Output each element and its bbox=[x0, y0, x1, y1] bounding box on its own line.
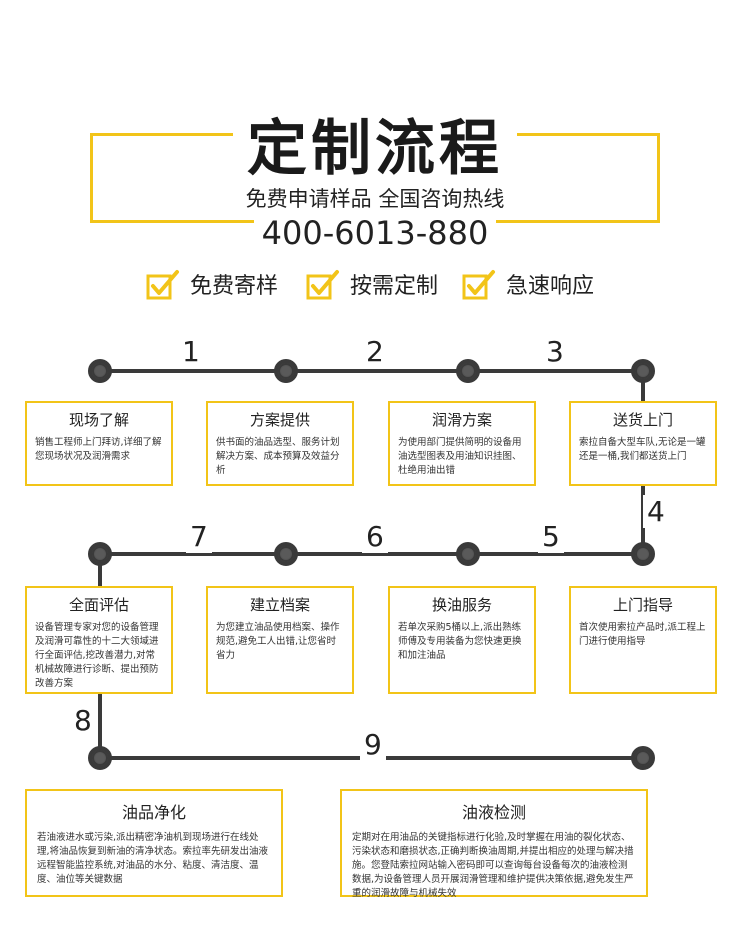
feature-fast: 急速响应 bbox=[462, 268, 594, 300]
flow-node bbox=[274, 359, 298, 383]
flow-node bbox=[456, 542, 480, 566]
step-number: 7 bbox=[186, 520, 212, 553]
step-title: 油液检测 bbox=[461, 803, 526, 822]
frame-top-right bbox=[510, 133, 660, 136]
step-desc: 设备管理专家对您的设备管理及润滑可靠性的十二大领域进行全面评估,挖改善潜力,对常… bbox=[35, 622, 159, 689]
step-title: 全面评估 bbox=[68, 596, 129, 614]
subtitle: 免费申请样品 全国咨询热线 bbox=[245, 187, 505, 211]
flow-node bbox=[631, 746, 655, 770]
step-card-records: 建立档案 为您建立油品使用档案、操作规范,避免工人出错,让您省时省力 bbox=[206, 586, 354, 694]
frame-left bbox=[90, 133, 93, 222]
step-title: 换油服务 bbox=[431, 596, 492, 614]
frame-bottom-left bbox=[90, 220, 260, 223]
flow-node bbox=[88, 359, 112, 383]
step-title: 上门指导 bbox=[612, 596, 673, 614]
frame-bottom-right bbox=[490, 220, 660, 223]
step-title: 现场了解 bbox=[68, 411, 129, 429]
check-icon bbox=[462, 270, 495, 300]
step-number: 9 bbox=[360, 728, 386, 761]
step-card-assessment: 全面评估 设备管理专家对您的设备管理及润滑可靠性的十二大领域进行全面评估,挖改善… bbox=[25, 586, 173, 694]
frame-top-left bbox=[90, 133, 240, 136]
step-desc: 供书面的油品选型、服务计划解决方案、成本预算及效益分析 bbox=[216, 437, 340, 476]
step-title: 油品净化 bbox=[121, 803, 186, 822]
step-card-proposal: 方案提供 供书面的油品选型、服务计划解决方案、成本预算及效益分析 bbox=[206, 401, 354, 486]
frame-right bbox=[657, 133, 660, 222]
hotline-number: 400-6013-880 bbox=[0, 214, 750, 252]
feature-free-sample: 免费寄样 bbox=[146, 268, 278, 300]
flow-line-row1 bbox=[100, 369, 643, 373]
feature-label: 免费寄样 bbox=[190, 274, 279, 299]
step-number: 4 bbox=[643, 495, 669, 528]
step-card-lubrication-plan: 润滑方案 为使用部门提供简明的设备用油选型图表及用油知识挂图、杜绝用油出错 bbox=[388, 401, 536, 486]
step-desc: 定期对在用油品的关键指标进行化验,及时掌握在用油的裂化状态、污染状态和磨损状态,… bbox=[352, 832, 634, 899]
step-title: 方案提供 bbox=[249, 411, 310, 429]
page-title: 定制流程 bbox=[0, 100, 750, 187]
check-icon bbox=[306, 270, 339, 300]
step-number: 3 bbox=[542, 335, 568, 368]
step-card-delivery: 送货上门 索拉自备大型车队,无论是一罐还是一桶,我们都送货上门 bbox=[569, 401, 717, 486]
step-number: 1 bbox=[178, 335, 204, 368]
step-desc: 为使用部门提供简明的设备用油选型图表及用油知识挂图、杜绝用油出错 bbox=[398, 437, 522, 476]
flow-node bbox=[274, 542, 298, 566]
flow-node bbox=[631, 542, 655, 566]
feature-label: 急速响应 bbox=[506, 274, 595, 299]
step-desc: 若单次采购5桶以上,派出熟练师傅及专用装备为您快速更换和加注油品 bbox=[398, 622, 522, 661]
step-desc: 销售工程师上门拜访,详细了解您现场状况及润滑需求 bbox=[35, 437, 162, 462]
step-card-onsite-guidance: 上门指导 首次使用索拉产品时,派工程上门进行使用指导 bbox=[569, 586, 717, 694]
step-title: 润滑方案 bbox=[431, 411, 492, 429]
flow-node bbox=[88, 746, 112, 770]
step-card-oil-change: 换油服务 若单次采购5桶以上,派出熟练师傅及专用装备为您快速更换和加注油品 bbox=[388, 586, 536, 694]
step-desc: 为您建立油品使用档案、操作规范,避免工人出错,让您省时省力 bbox=[216, 622, 340, 661]
feature-label: 按需定制 bbox=[350, 274, 439, 299]
step-title: 送货上门 bbox=[612, 411, 673, 429]
step-card-oil-testing: 油液检测 定期对在用油品的关键指标进行化验,及时掌握在用油的裂化状态、污染状态和… bbox=[340, 789, 648, 899]
flow-node bbox=[88, 542, 112, 566]
feature-custom: 按需定制 bbox=[306, 268, 438, 300]
flow-node bbox=[631, 359, 655, 383]
step-desc: 首次使用索拉产品时,派工程上门进行使用指导 bbox=[579, 622, 706, 647]
step-number: 5 bbox=[538, 520, 564, 553]
step-number: 2 bbox=[362, 335, 388, 368]
step-number: 8 bbox=[70, 704, 96, 737]
step-desc: 若油液进水或污染,派出精密净油机到现场进行在线处理,将油品恢复到新油的清净状态。… bbox=[37, 832, 269, 885]
step-number: 6 bbox=[362, 520, 388, 553]
step-card-site-survey: 现场了解 销售工程师上门拜访,详细了解您现场状况及润滑需求 bbox=[25, 401, 173, 486]
check-icon bbox=[146, 270, 179, 300]
flow-line-row2 bbox=[100, 552, 643, 556]
flow-node bbox=[456, 359, 480, 383]
step-card-oil-purification: 油品净化 若油液进水或污染,派出精密净油机到现场进行在线处理,将油品恢复到新油的… bbox=[25, 789, 283, 897]
step-title: 建立档案 bbox=[249, 596, 310, 614]
step-desc: 索拉自备大型车队,无论是一罐还是一桶,我们都送货上门 bbox=[579, 437, 706, 462]
